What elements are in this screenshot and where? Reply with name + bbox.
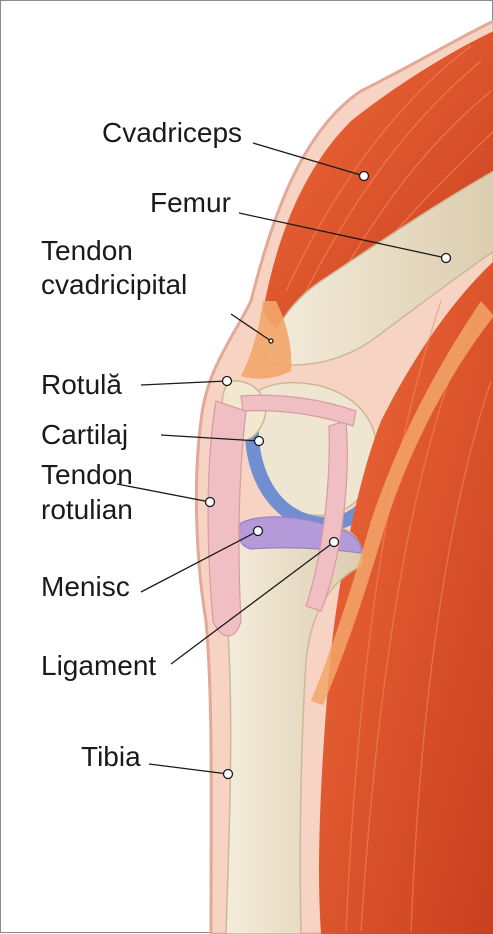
dot-rotula	[223, 377, 232, 386]
label-femur: Femur	[150, 187, 231, 219]
label-tibia: Tibia	[81, 741, 141, 773]
dot-menisc	[254, 527, 263, 536]
label-cvadriceps: Cvadriceps	[102, 117, 242, 149]
label-tendon-cvadricipital-1: Tendon	[41, 235, 133, 267]
label-tendon-rotulian-1: Tendon	[41, 459, 133, 491]
dot-tibia	[224, 770, 233, 779]
dot-femur	[442, 254, 451, 263]
dot-cartilaj	[255, 437, 264, 446]
label-tendon-cvadricipital-2: cvadricipital	[41, 269, 187, 301]
label-ligament: Ligament	[41, 650, 156, 682]
label-menisc: Menisc	[41, 571, 130, 603]
label-cartilaj: Cartilaj	[41, 419, 128, 451]
label-rotula: Rotulă	[41, 369, 122, 401]
dot-tendon-cvadricipital	[269, 339, 273, 343]
label-tendon-rotulian-2: rotulian	[41, 494, 133, 526]
dot-tendon-rotulian	[206, 498, 215, 507]
dot-cvadriceps	[360, 172, 369, 181]
dot-ligament	[330, 538, 339, 547]
